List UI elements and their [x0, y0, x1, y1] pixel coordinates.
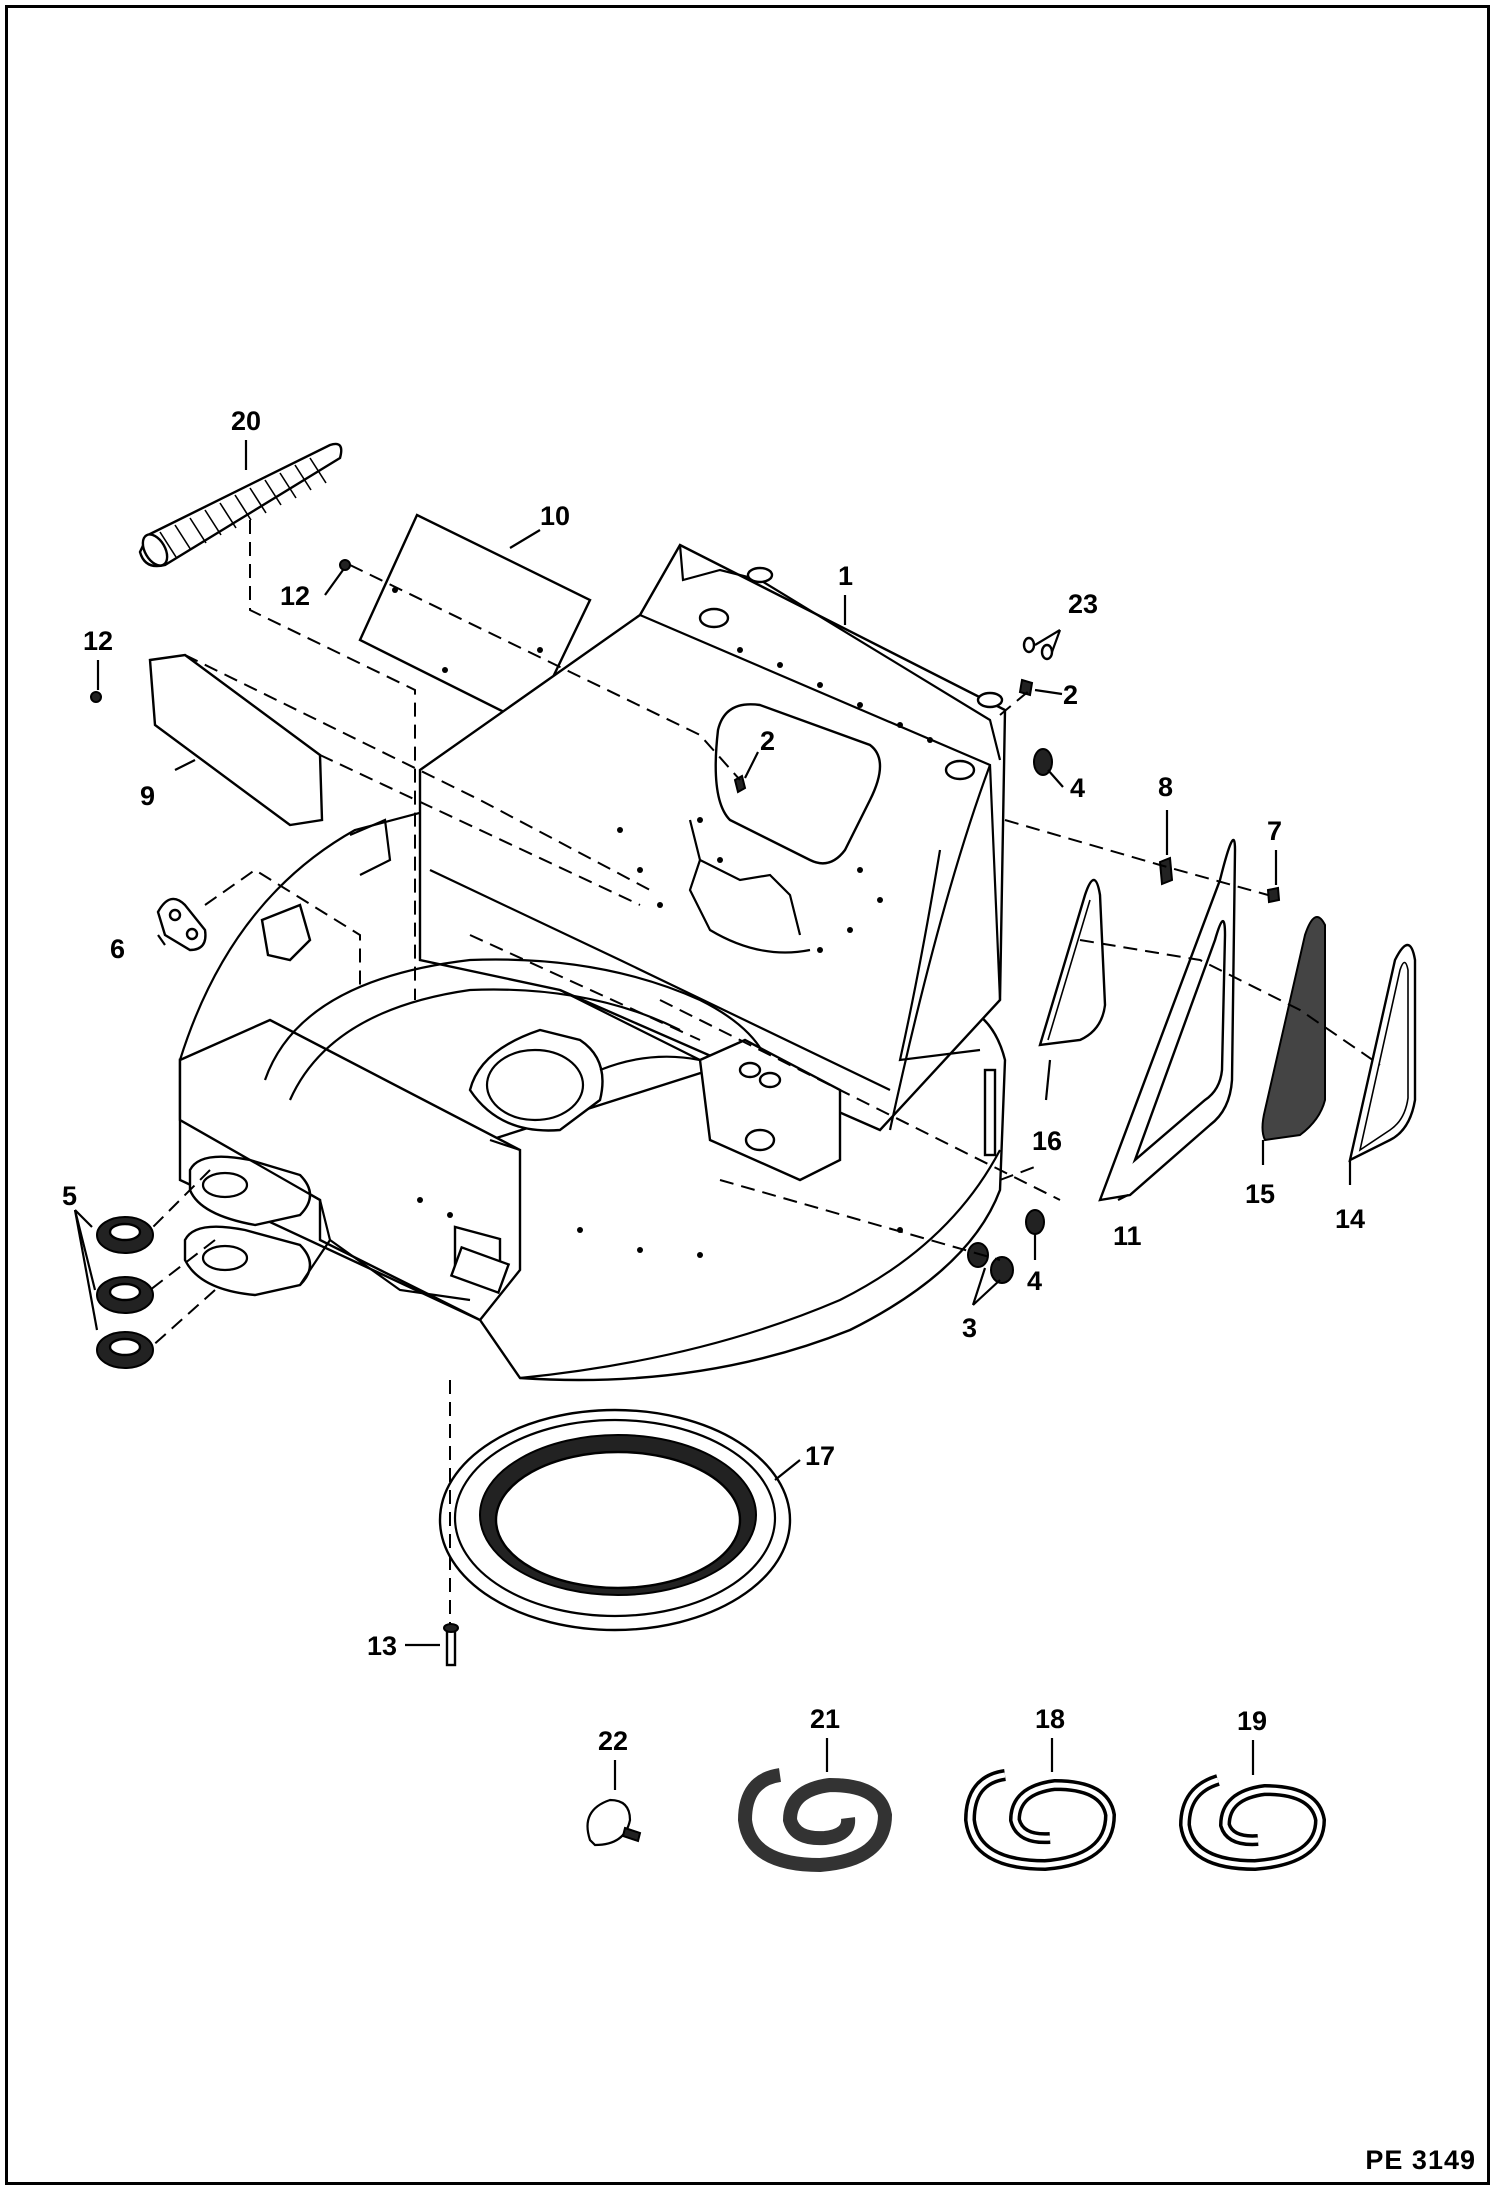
part-20-hose [138, 442, 343, 568]
part-15-screen [1261, 916, 1326, 1142]
part-5-bushings [96, 1216, 154, 1369]
callout-7: 7 [1267, 816, 1282, 846]
callout-4: 4 [1070, 773, 1085, 803]
callout-23: 23 [1068, 589, 1098, 619]
callout-3: 3 [962, 1313, 977, 1343]
assembly-lines [149, 520, 1381, 1625]
part-1-upper-frame [178, 543, 1007, 1382]
callout-13: 13 [367, 1631, 397, 1661]
part-14-seal [1348, 943, 1417, 1163]
part-6-bracket [156, 897, 207, 952]
callout-10: 10 [540, 501, 570, 531]
callout-1: 1 [838, 561, 853, 591]
callout-6: 6 [110, 934, 125, 964]
callout-12: 12 [280, 581, 310, 611]
callout-22: 22 [598, 1726, 628, 1756]
callout-20: 20 [231, 406, 261, 436]
leader-lines [73, 440, 1352, 1790]
callout-21: 21 [810, 1704, 840, 1734]
callout-2: 2 [760, 726, 775, 756]
part-11-window-frame [1098, 838, 1237, 1202]
hardware-parts [90, 559, 1281, 1369]
callout-16: 16 [1032, 1126, 1062, 1156]
part-19-coil [1178, 1774, 1327, 1872]
callout-12: 12 [83, 626, 113, 656]
callout-2: 2 [1063, 680, 1078, 710]
callout-17: 17 [805, 1441, 835, 1471]
part-21-coil [737, 1768, 893, 1873]
callout-5: 5 [62, 1181, 77, 1211]
part-16-gasket [1038, 878, 1107, 1047]
callout-9: 9 [140, 781, 155, 811]
callout-19: 19 [1237, 1706, 1267, 1736]
drawing-border [5, 5, 1490, 2185]
callout-18: 18 [1035, 1704, 1065, 1734]
callout-8: 8 [1158, 772, 1173, 802]
callout-11: 11 [1113, 1221, 1142, 1251]
figure-id: PE 3149 [1365, 2145, 1476, 2175]
part-17-swing-bearing [438, 1408, 792, 1632]
part-10-plate [358, 513, 592, 727]
part-22-clamp [586, 1798, 642, 1847]
callouts: 20 10 12 12 1 23 2 2 4 8 7 9 6 5 16 11 1… [62, 406, 1365, 1756]
callout-4: 4 [1027, 1266, 1042, 1296]
callout-14: 14 [1335, 1204, 1365, 1234]
part-18-coil [963, 1769, 1117, 1872]
part-13-bolt [443, 1623, 459, 1667]
callout-15: 15 [1245, 1179, 1275, 1209]
